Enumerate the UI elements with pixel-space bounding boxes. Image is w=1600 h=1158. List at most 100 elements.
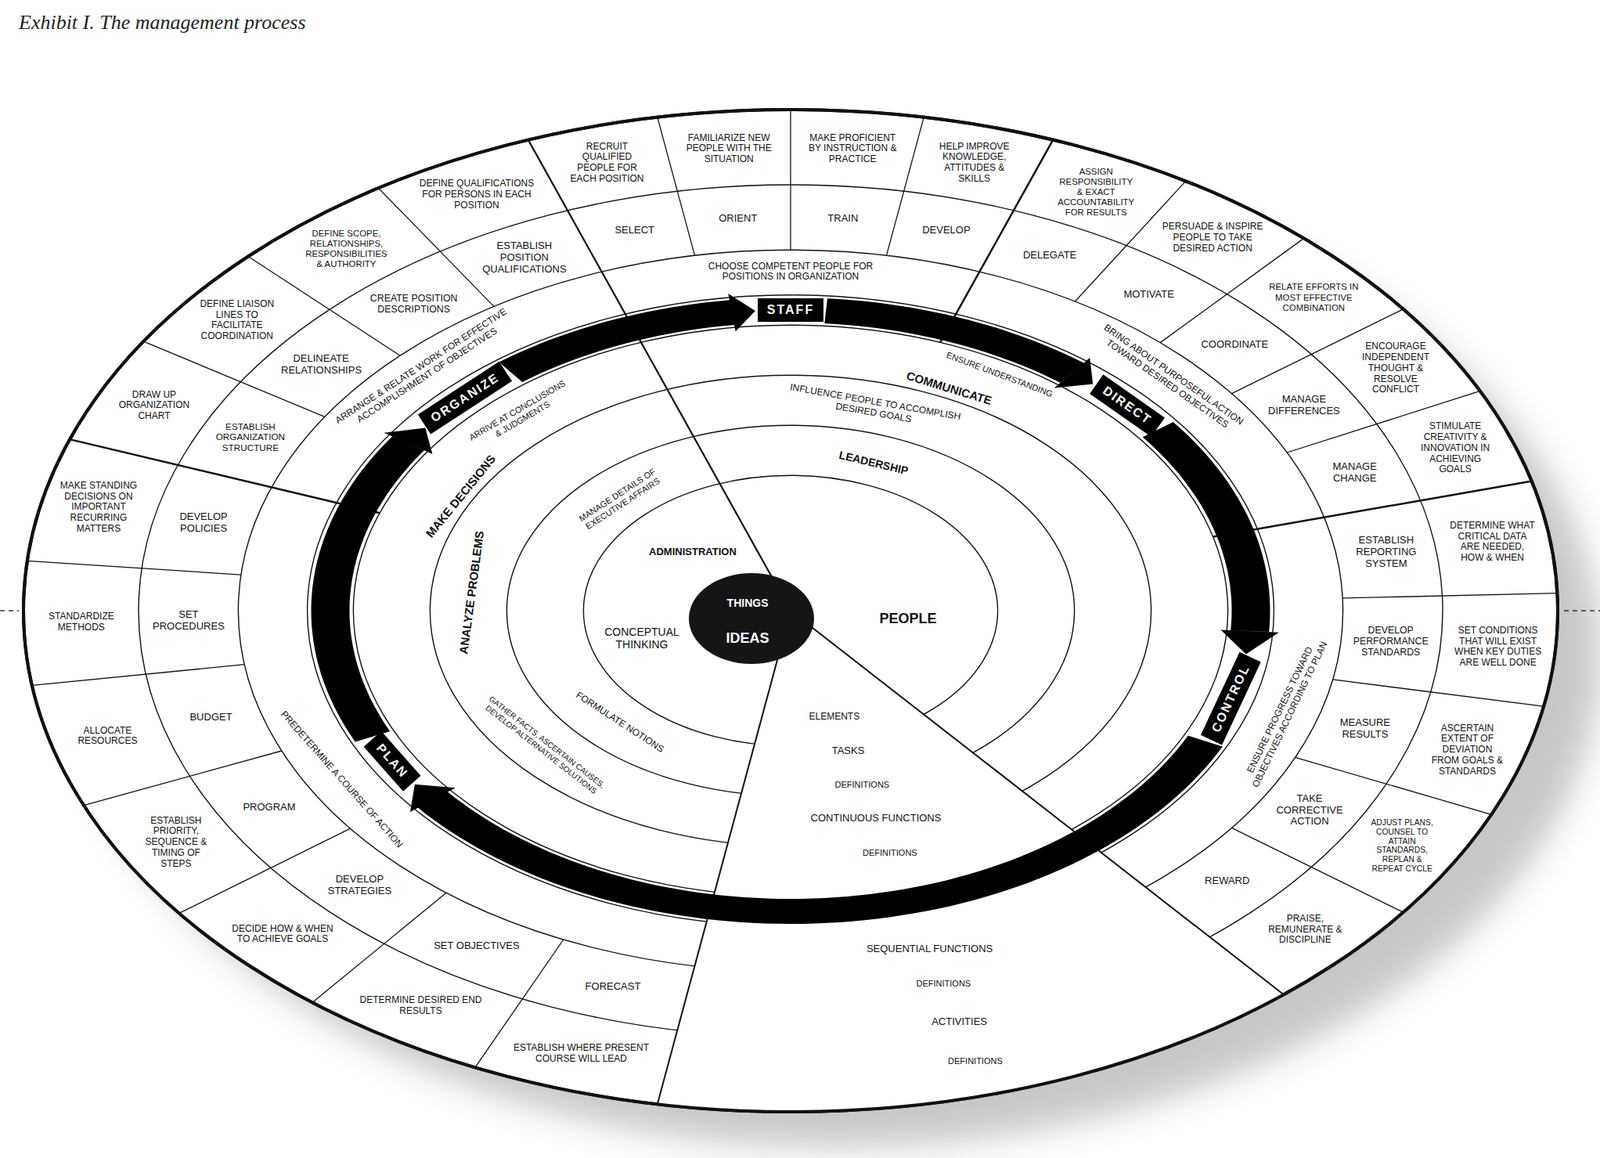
cell-text: FORECAST bbox=[551, 980, 675, 993]
detail-cell: ESTABLISH PRIORITY, SEQUENCE & TIMING OF… bbox=[141, 815, 210, 870]
band-arrow bbox=[410, 735, 1223, 924]
cell-text: DETERMINE WHAT CRITICAL DATA ARE NEEDED,… bbox=[1449, 520, 1536, 564]
detail-cell: PERSUADE & INSPIRE PEOPLE TO TAKE DESIRE… bbox=[1161, 221, 1264, 254]
activity-cell: TAKE CORRECTIVE ACTION bbox=[1275, 792, 1344, 829]
diagram-title: Exhibit I. The management process bbox=[18, 10, 307, 35]
wedge-label: ELEMENTS bbox=[809, 711, 861, 723]
wedge-label: TASKS bbox=[832, 745, 865, 757]
activity-cell: DELINEATE RELATIONSHIPS bbox=[281, 353, 361, 377]
activity-cell: MOTIVATE bbox=[1098, 288, 1200, 301]
detail-cell: STANDARDIZE METHODS bbox=[34, 611, 128, 634]
cell-text: COORDINATE bbox=[1186, 338, 1283, 351]
ring-line bbox=[138, 184, 1443, 1037]
activity-cell: MEASURE RESULTS bbox=[1327, 717, 1403, 741]
detail-cell: DEFINE LIAISON LINES TO FACILITATE COORD… bbox=[198, 299, 276, 343]
detail-cell: DETERMINE DESIRED END RESULTS bbox=[355, 994, 487, 1017]
cell-text: DEVELOP bbox=[904, 224, 989, 237]
cell-text: STIMULATE CREATIVITY & INNOVATION IN ACH… bbox=[1418, 421, 1492, 476]
activity-cell: TRAIN bbox=[800, 212, 886, 225]
cell-text: HELP IMPROVE KNOWLEDGE, ATTITUDES & SKIL… bbox=[930, 141, 1019, 185]
detail-cell: DETERMINE WHAT CRITICAL DATA ARE NEEDED,… bbox=[1449, 520, 1536, 564]
cell-text: SET PROCEDURES bbox=[148, 609, 229, 633]
cell-text: BUDGET bbox=[171, 711, 252, 724]
detail-cell: SET CONDITIONS THAT WILL EXIST WHEN KEY … bbox=[1453, 625, 1543, 669]
cell-text: SET OBJECTIVES bbox=[414, 940, 540, 952]
cell-text: MAKE STANDING DECISIONS ON IMPORTANT REC… bbox=[58, 480, 139, 535]
function-band: STAFF bbox=[757, 298, 824, 322]
wedge-label: DEFINITIONS bbox=[862, 847, 918, 858]
cell-text: MAKE PROFICIENT BY INSTRUCTION & PRACTIC… bbox=[804, 133, 901, 166]
detail-cell: ESTABLISH WHERE PRESENT COURSE WILL LEAD bbox=[508, 1042, 654, 1065]
center-core bbox=[688, 572, 815, 664]
detail-cell: DRAW UP ORGANIZATION CHART bbox=[111, 389, 197, 422]
detail-cell: RELATE EFFORTS IN MOST EFFECTIVE COMBINA… bbox=[1268, 281, 1360, 313]
detail-cell: DEFINE QUALIFICATIONS FOR PERSONS IN EAC… bbox=[416, 178, 538, 211]
activity-cell: ESTABLISH REPORTING SYSTEM bbox=[1348, 534, 1424, 570]
detail-cell: RECRUIT QUALIFIED PEOPLE FOR EACH POSITI… bbox=[562, 141, 651, 185]
cell-text: DECIDE HOW & WHEN TO ACHIEVE GOALS bbox=[230, 923, 336, 946]
wedge-label: DEFINITIONS bbox=[947, 1055, 1003, 1067]
wedge-label: SEQUENTIAL FUNCTIONS bbox=[866, 943, 993, 955]
band-arrow bbox=[824, 298, 1093, 388]
cell-text: ESTABLISH PRIORITY, SEQUENCE & TIMING OF… bbox=[141, 815, 210, 870]
cell-text: TAKE CORRECTIVE ACTION bbox=[1275, 792, 1344, 829]
cell-text: RECRUIT QUALIFIED PEOPLE FOR EACH POSITI… bbox=[562, 141, 651, 185]
detail-cell: ASCERTAIN EXTENT OF DEVIATION FROM GOALS… bbox=[1429, 723, 1506, 778]
cell-text: ORIENT bbox=[695, 212, 781, 225]
detail-cell: ENCOURAGE INDEPENDENT THOUGHT & RESOLVE … bbox=[1362, 341, 1430, 396]
detail-cell: PRAISE, REMUNERATE & DISCIPLINE bbox=[1260, 913, 1352, 946]
cell-text: ESTABLISH REPORTING SYSTEM bbox=[1348, 534, 1424, 570]
detail-cell: ALLOCATE RESOURCES bbox=[62, 725, 153, 748]
activity-cell: SET PROCEDURES bbox=[148, 609, 229, 633]
activity-cell: DELEGATE bbox=[1001, 249, 1098, 262]
cell-text: DEVELOP PERFORMANCE STANDARDS bbox=[1351, 624, 1430, 659]
activity-cell: REWARD bbox=[1178, 875, 1276, 887]
divider-line bbox=[1333, 679, 1544, 707]
detail-cell: MAKE PROFICIENT BY INSTRUCTION & PRACTIC… bbox=[804, 133, 901, 166]
activity-cell: DEVELOP bbox=[904, 224, 989, 237]
cell-text: DEVELOP STRATEGIES bbox=[317, 873, 402, 898]
cell-text: ASSIGN RESPONSIBILITY & EXACT ACCOUNTABI… bbox=[1055, 166, 1137, 219]
activity-cell: MANAGE CHANGE bbox=[1317, 461, 1393, 485]
ring-line bbox=[23, 109, 1558, 1112]
cell-text: TRAIN bbox=[800, 212, 886, 225]
cell-text: DEFINE LIAISON LINES TO FACILITATE COORD… bbox=[198, 299, 276, 343]
cell-text: DELEGATE bbox=[1001, 249, 1098, 262]
cell-text: STAFF bbox=[767, 302, 815, 318]
activity-cell: ORIENT bbox=[695, 212, 781, 225]
wheel-ground bbox=[23, 109, 1558, 1112]
activity-cell: BUDGET bbox=[171, 711, 252, 724]
cell-text: ASCERTAIN EXTENT OF DEVIATION FROM GOALS… bbox=[1429, 723, 1506, 778]
detail-cell: STIMULATE CREATIVITY & INNOVATION IN ACH… bbox=[1418, 421, 1492, 476]
activity-cell: MANAGE DIFFERENCES bbox=[1265, 393, 1343, 418]
center-label: IDEAS bbox=[726, 630, 770, 647]
cell-text: FAMILIARIZE NEW PEOPLE WITH THE SITUATIO… bbox=[681, 133, 777, 166]
activity-cell: FORECAST bbox=[551, 980, 675, 993]
detail-cell: DECIDE HOW & WHEN TO ACHIEVE GOALS bbox=[230, 923, 336, 946]
band-arrow bbox=[1142, 421, 1280, 654]
detail-cell: ADJUST PLANS, COUNSEL TO ATTAIN STANDARD… bbox=[1369, 818, 1436, 874]
wedge-label: ACTIVITIES bbox=[931, 1016, 988, 1028]
detail-cell: HELP IMPROVE KNOWLEDGE, ATTITUDES & SKIL… bbox=[930, 141, 1019, 185]
cell-text: PROGRAM bbox=[227, 801, 312, 814]
cell-text: CREATE POSITION DESCRIPTIONS bbox=[367, 292, 461, 315]
cell-text: ESTABLISH ORGANIZATION STRUCTURE bbox=[215, 421, 286, 453]
cell-text: SELECT bbox=[592, 224, 678, 237]
activity-cell: PROGRAM bbox=[227, 801, 312, 814]
divider-line bbox=[312, 892, 447, 1002]
cell-text: DEFINE QUALIFICATIONS FOR PERSONS IN EAC… bbox=[416, 178, 538, 211]
band-arrow bbox=[311, 427, 433, 742]
activity-cell: ESTABLISH POSITION QUALIFICATIONS bbox=[479, 240, 570, 276]
definition-cell: CHOOSE COMPETENT PEOPLE FOR POSITIONS IN… bbox=[696, 261, 885, 284]
cell-text: RELATE EFFORTS IN MOST EFFECTIVE COMBINA… bbox=[1268, 281, 1360, 313]
divider-line bbox=[528, 140, 791, 611]
cell-text: PERSUADE & INSPIRE PEOPLE TO TAKE DESIRE… bbox=[1161, 221, 1264, 254]
wedge-label: DEFINITIONS bbox=[835, 779, 891, 790]
cell-text: DEFINE SCOPE, RELATIONSHIPS, RESPONSIBIL… bbox=[303, 228, 390, 270]
divider-line bbox=[789, 109, 791, 250]
activity-cell: SET OBJECTIVES bbox=[414, 940, 540, 952]
activity-cell: DEVELOP STRATEGIES bbox=[317, 873, 402, 898]
activity-cell: DEVELOP PERFORMANCE STANDARDS bbox=[1351, 624, 1430, 659]
horizon-line bbox=[1563, 609, 1600, 612]
